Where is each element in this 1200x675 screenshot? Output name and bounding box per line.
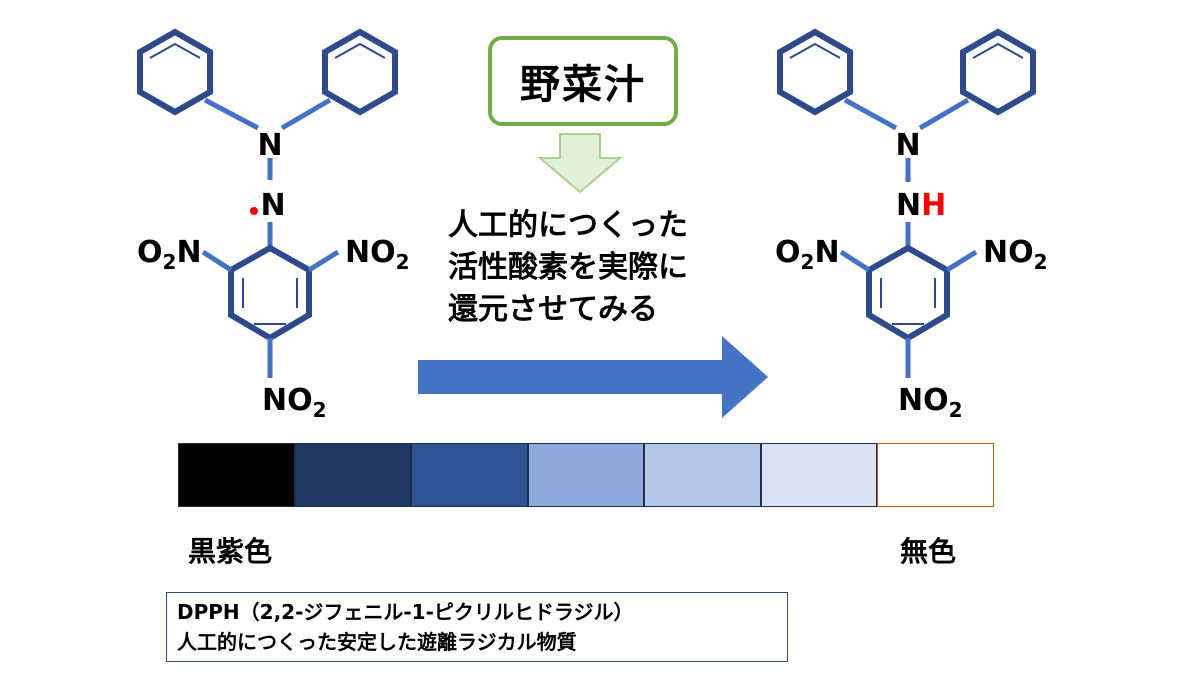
color-swatch-3 [411,443,528,507]
left-phenyl-ring-1-inner [149,42,201,59]
left-bond-no2-left [201,249,233,273]
left-n-top: N [257,128,282,163]
left-o2n-label: O2N [137,235,202,274]
left-bond-no2-right [307,249,340,273]
color-swatch-2 [294,443,411,507]
left-bond-ring1-n [203,97,260,131]
description-line-3: 還元させてみる [448,292,658,327]
left-radical-dot [250,207,258,215]
colorless-label: 無色 [900,535,957,568]
reaction-description: 人工的につくった 活性酸素を実際に 還元させてみる [448,205,688,331]
description-line-1: 人工的につくった [448,208,688,243]
right-phenyl-ring-2 [960,28,1036,116]
right-nh-n: N [896,188,921,223]
left-no2-bottom-label: NO2 [262,383,327,422]
color-scale [178,443,994,507]
right-phenyl-ring-1-inner [789,42,841,59]
left-phenyl-ring-1 [137,28,213,116]
black-purple-label: 黒紫色 [188,535,273,568]
color-swatch-6 [760,443,877,507]
right-bond-ring1-n [843,97,898,131]
right-nh-h: H [921,188,946,223]
description-line-2: 活性酸素を実際に [448,250,688,285]
right-n-top: N [895,128,920,163]
vegetable-juice-label: 野菜汁 [520,62,646,108]
color-swatch-7 [877,443,994,507]
reaction-arrow [418,336,768,418]
color-swatch-1 [178,443,295,507]
right-bond-no2-left [839,249,871,273]
right-bond-ring2-n [918,97,970,131]
right-no2-right-label: NO2 [983,235,1048,274]
right-phenyl-ring-2-inner [972,42,1024,59]
dpph-note-line-2: 人工的につくった安定した遊離ラジカル物質 [177,630,577,654]
color-swatch-4 [527,443,644,507]
right-o2n-label: O2N [775,235,840,274]
right-bond-no2-right [945,249,978,273]
down-arrow [537,133,623,194]
left-phenyl-ring-2 [322,28,398,116]
right-no2-bottom-label: NO2 [898,383,963,422]
left-n-bottom: N [260,188,285,223]
vegetable-juice-box: 野菜汁 [488,36,678,126]
left-bond-ring2-n [280,97,332,131]
dpph-note-line-1: DPPH（2,2-ジフェニル-1-ピクリルヒドラジル） [177,600,634,624]
dpph-note-box: DPPH（2,2-ジフェニル-1-ピクリルヒドラジル） 人工的につくった安定した… [166,592,788,662]
left-phenyl-ring-2-inner [334,42,386,59]
left-no2-right-label: NO2 [345,235,410,274]
color-swatch-5 [644,443,761,507]
right-phenyl-ring-1 [777,28,853,116]
right-nh-label: NH [896,188,946,223]
